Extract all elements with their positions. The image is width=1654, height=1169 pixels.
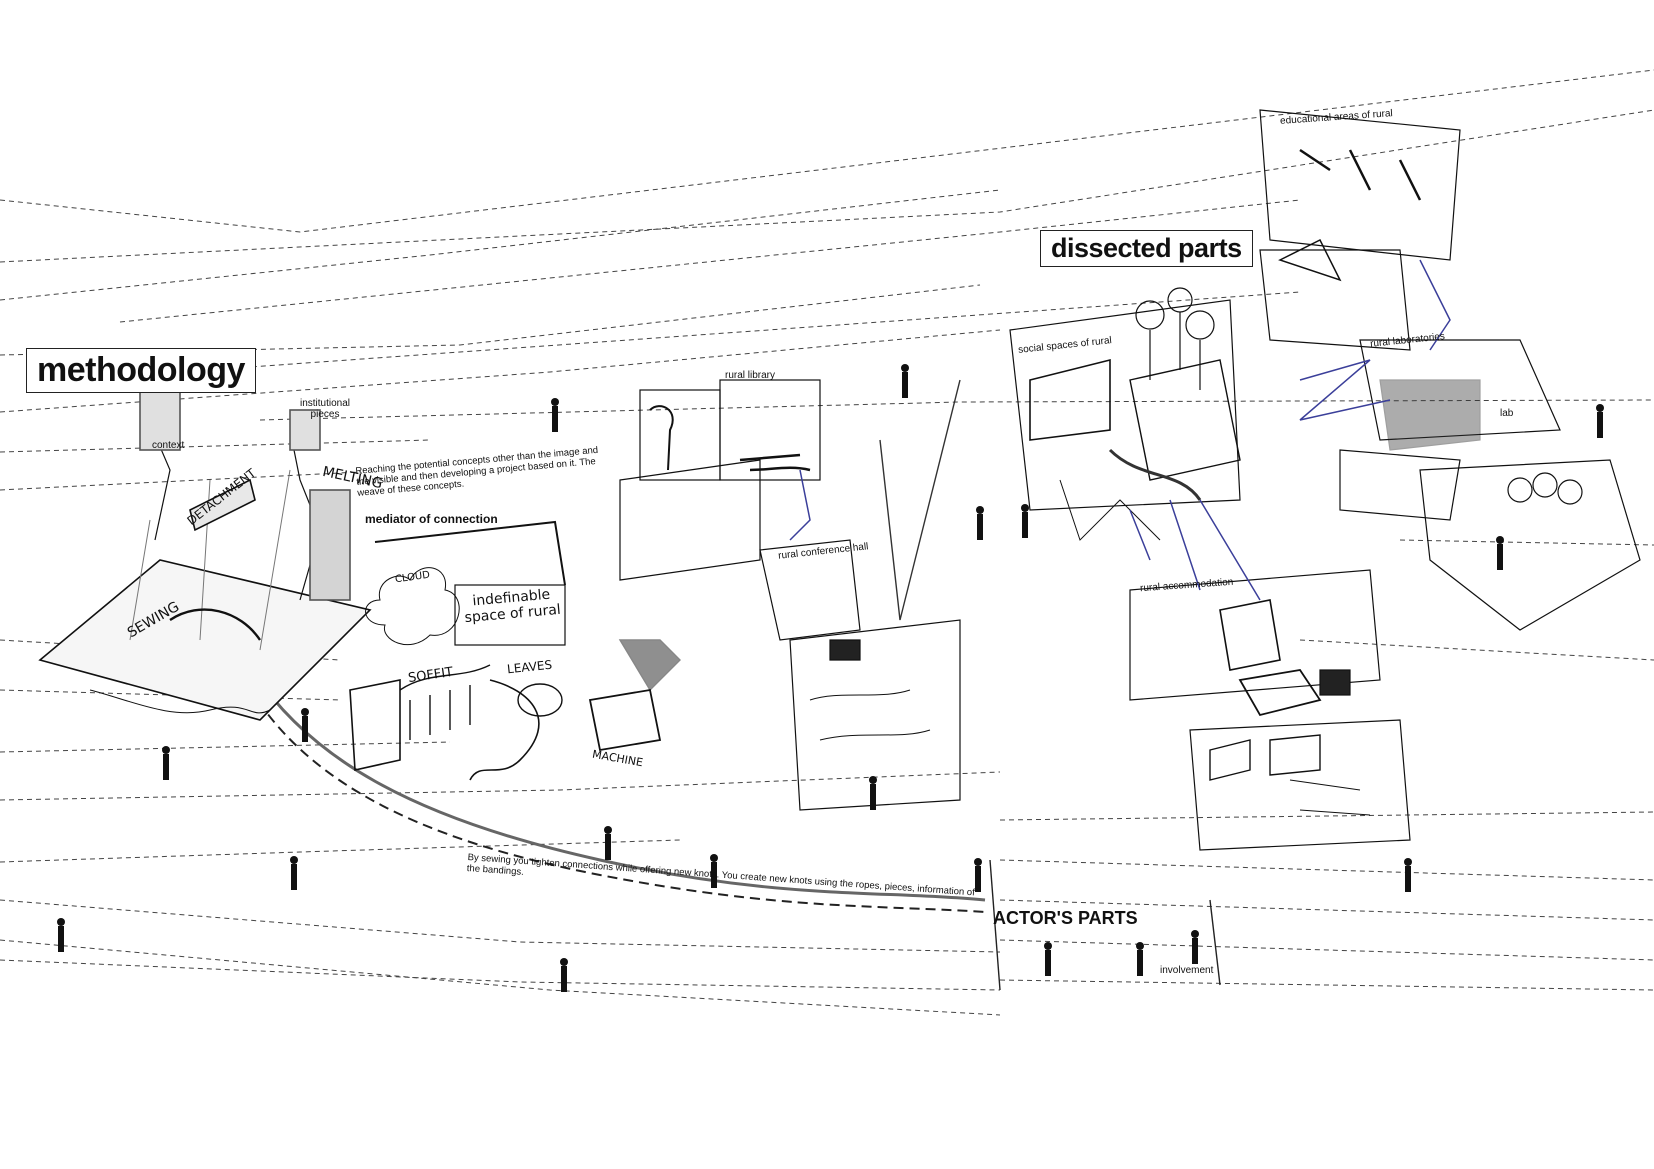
- person-figure: [1136, 942, 1144, 976]
- guide-line: [1000, 860, 1654, 880]
- person-figure: [57, 918, 65, 952]
- person-figure: [290, 856, 298, 890]
- rural-library-sketch: [620, 380, 960, 810]
- guide-line: [0, 285, 980, 355]
- person-figure: [976, 506, 984, 540]
- heading-dissected-parts: dissected parts: [1040, 230, 1253, 267]
- guide-line: [180, 292, 1300, 372]
- person-figure: [551, 398, 559, 432]
- guide-line: [1000, 940, 1654, 960]
- rural-accommodation-sketch: [1130, 570, 1410, 850]
- blue-connectors: [790, 260, 1450, 600]
- guide-line: [0, 70, 1654, 232]
- person-figure: [869, 776, 877, 810]
- guide-line: [0, 900, 1000, 952]
- guide-line: [0, 440, 430, 452]
- person-figure: [1021, 504, 1029, 538]
- person-figure: [1044, 942, 1052, 976]
- person-figure: [162, 746, 170, 780]
- person-figure: [1596, 404, 1604, 438]
- person-figure: [1496, 536, 1504, 570]
- person-figure: [560, 958, 568, 992]
- methodology-platform: [40, 390, 370, 720]
- guide-line: [0, 840, 680, 862]
- heading-methodology: methodology: [26, 348, 256, 393]
- person-figure: [1191, 930, 1199, 964]
- guide-line: [0, 772, 1000, 800]
- guide-line: [1000, 980, 1654, 990]
- person-figure: [604, 826, 612, 860]
- person-figure: [901, 364, 909, 398]
- person-figure: [301, 708, 309, 742]
- label-institutional-pieces: institutional pieces: [300, 398, 350, 420]
- guide-line: [0, 940, 1000, 1015]
- label-rural-library: rural library: [725, 370, 775, 381]
- educational-sketch: [1260, 110, 1640, 630]
- mediator-sketch: [350, 522, 680, 780]
- label-mediator-of-connection: mediator of connection: [365, 512, 498, 526]
- person-figure: [1404, 858, 1412, 892]
- guide-line: [1300, 640, 1654, 660]
- label-involvement: involvement: [1160, 965, 1213, 976]
- guide-line: [1000, 812, 1654, 820]
- guide-line: [0, 110, 1654, 262]
- heading-actors-parts: ACTOR'S PARTS: [993, 908, 1138, 929]
- label-lab: lab: [1500, 408, 1513, 419]
- guide-line: [0, 472, 360, 490]
- social-spaces-sketch: [1010, 288, 1240, 540]
- guide-line: [0, 960, 1000, 990]
- label-context: context: [152, 440, 184, 451]
- guide-line: [1400, 540, 1654, 545]
- guide-line: [0, 742, 450, 752]
